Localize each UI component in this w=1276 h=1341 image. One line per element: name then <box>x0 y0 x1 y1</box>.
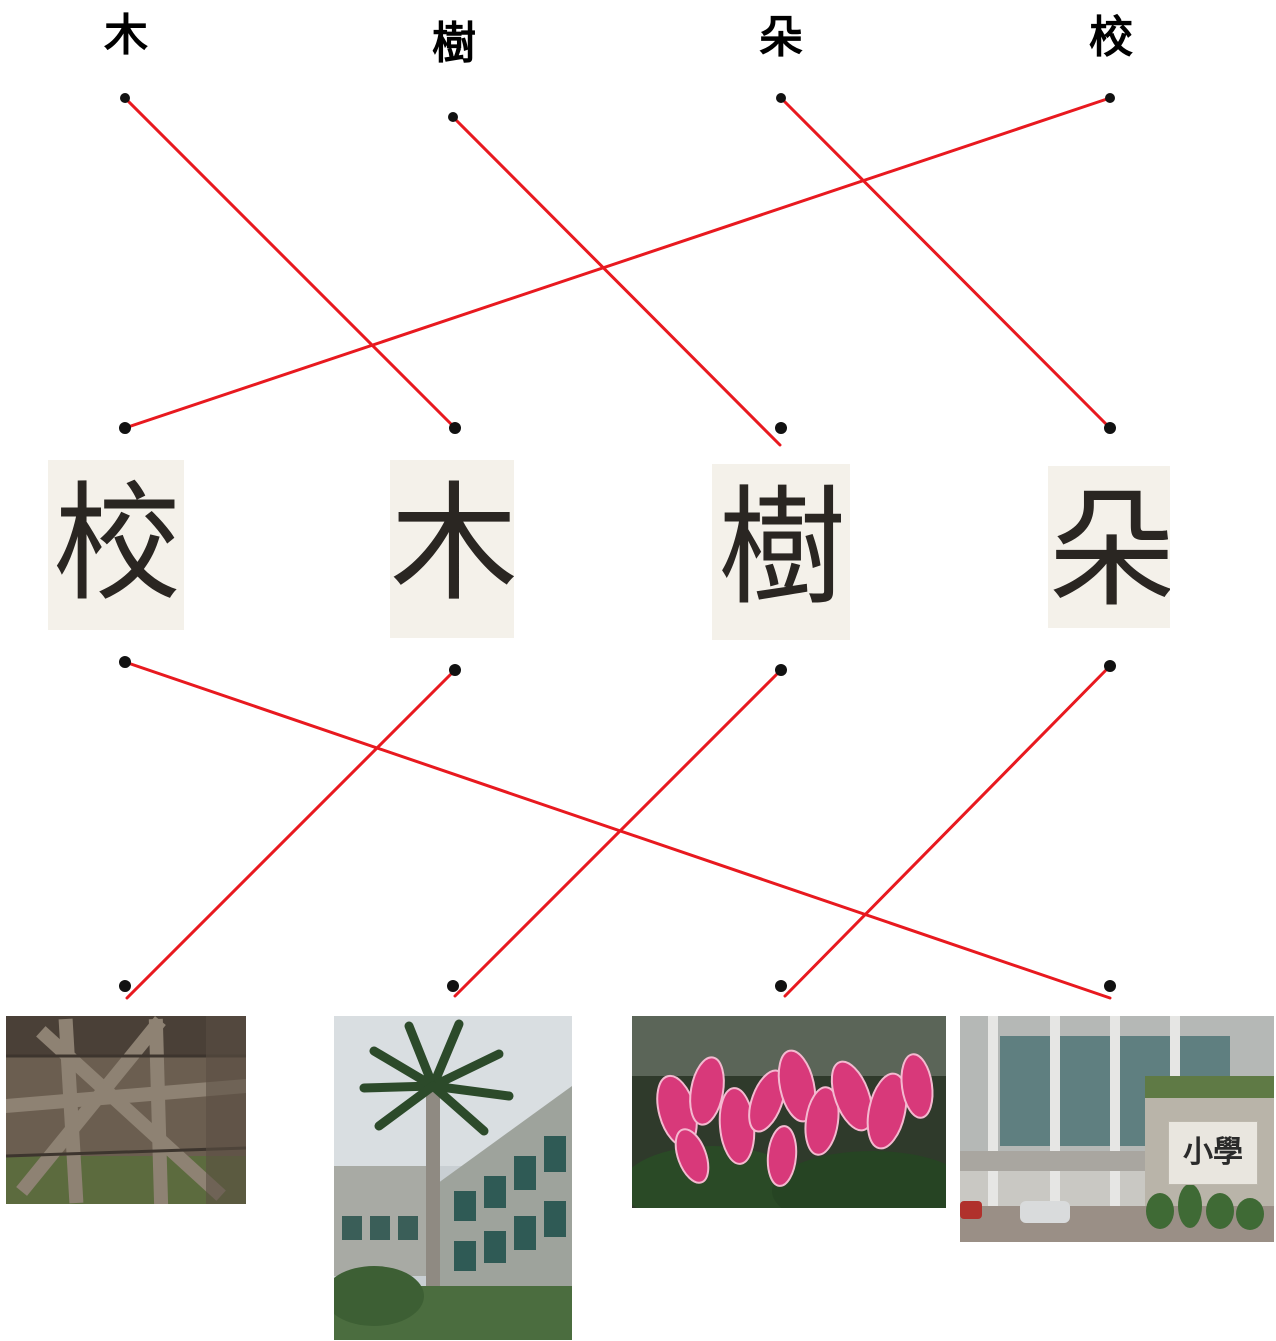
dot-top-duo[interactable] <box>776 93 786 103</box>
wood-planks-photo <box>6 1016 246 1204</box>
palm-tree-photo <box>334 1016 572 1340</box>
line-seal-mu-to-wood-photo <box>125 668 457 1000</box>
modern-char-duo: 朵 <box>759 12 803 63</box>
dot-top-xiao[interactable] <box>1105 93 1115 103</box>
dot-seal-top-duo[interactable] <box>1104 422 1116 434</box>
line-mu-to-seal-mu <box>123 96 457 430</box>
seal-char-shu: 樹 <box>717 474 846 623</box>
line-seal-duo-to-flower-photo <box>783 664 1112 998</box>
seal-char-duo: 朵 <box>1048 476 1170 625</box>
seal-char-mu: 木 <box>390 470 514 619</box>
seal-char-duo-image: 朵 <box>1048 466 1170 628</box>
dot-photo-wood[interactable] <box>119 980 131 992</box>
modern-char-mu: 木 <box>104 10 148 61</box>
cyclamen-flowers-illustration <box>632 1016 946 1208</box>
seal-char-mu-image: 木 <box>390 460 514 638</box>
dot-top-shu[interactable] <box>448 112 458 122</box>
school-building-photo: 小學 <box>960 1016 1274 1242</box>
seal-char-xiao-image: 校 <box>48 460 184 630</box>
dot-photo-school[interactable] <box>1104 980 1116 992</box>
line-duo-to-seal-duo <box>779 96 1112 430</box>
school-building-illustration <box>960 1016 1274 1242</box>
dot-seal-top-shu[interactable] <box>775 422 787 434</box>
dot-seal-bottom-mu[interactable] <box>449 664 461 676</box>
seal-char-shu-image: 樹 <box>712 464 850 640</box>
wood-planks-illustration <box>6 1016 246 1204</box>
dot-top-mu[interactable] <box>120 93 130 103</box>
dot-photo-flower[interactable] <box>775 980 787 992</box>
line-seal-shu-to-tree-photo <box>453 668 783 998</box>
palm-tree-illustration <box>334 1016 572 1340</box>
line-shu-to-seal-shu <box>451 115 782 447</box>
cyclamen-flowers-photo <box>632 1016 946 1208</box>
school-sign: 小學 <box>1168 1121 1258 1185</box>
dot-seal-top-xiao[interactable] <box>119 422 131 434</box>
dot-seal-bottom-duo[interactable] <box>1104 660 1116 672</box>
dot-photo-tree[interactable] <box>447 980 459 992</box>
dot-seal-bottom-xiao[interactable] <box>119 656 131 668</box>
dot-seal-bottom-shu[interactable] <box>775 664 787 676</box>
modern-char-shu: 樹 <box>432 18 476 69</box>
modern-char-xiao: 校 <box>1089 12 1133 63</box>
dot-seal-top-mu[interactable] <box>449 422 461 434</box>
line-seal-xiao-to-school-photo <box>123 660 1112 1000</box>
line-xiao-to-seal-xiao <box>123 96 1112 430</box>
seal-char-xiao: 校 <box>52 470 181 619</box>
